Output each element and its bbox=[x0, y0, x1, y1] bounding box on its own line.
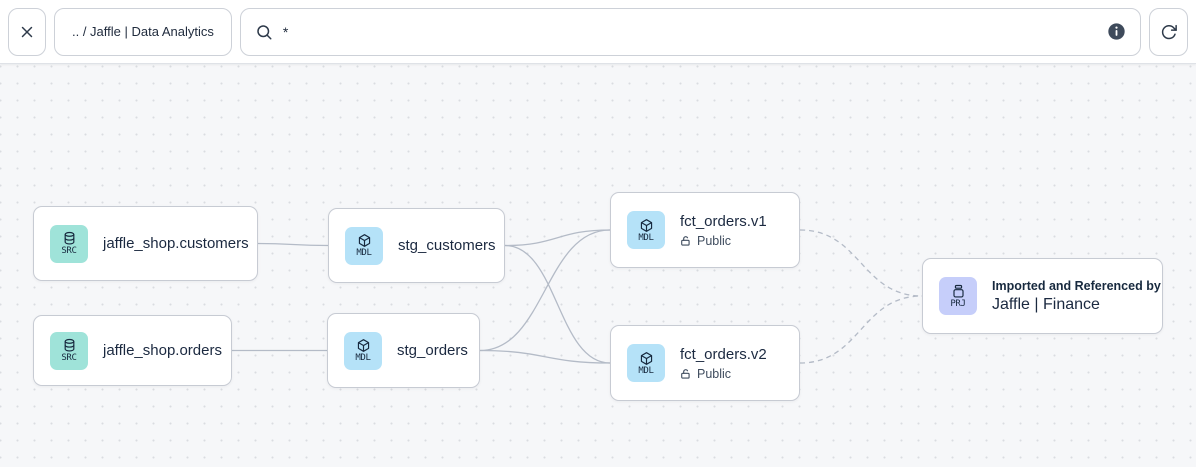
edge-stg_customers-to-fct_orders_v2 bbox=[504, 244, 611, 364]
search-box[interactable] bbox=[239, 7, 1141, 56]
node-badge: MDL bbox=[345, 226, 383, 265]
node-access-label: Public bbox=[697, 366, 732, 381]
database-icon bbox=[64, 338, 74, 352]
close-icon bbox=[21, 26, 33, 37]
node-badge: SRC bbox=[50, 331, 88, 370]
edge-stg_customers-to-fct_orders_v1 bbox=[504, 229, 611, 247]
node-text: jaffle_shop.orders bbox=[103, 342, 222, 359]
node-badge-label: MDL bbox=[638, 365, 654, 376]
search-input[interactable] bbox=[282, 23, 1097, 40]
node-label: stg_orders bbox=[397, 342, 468, 359]
graph-node-stg_customers[interactable]: MDL stg_customers bbox=[328, 208, 505, 283]
node-badge-label: PRJ bbox=[950, 298, 966, 309]
close-button[interactable] bbox=[8, 7, 46, 56]
cube-icon bbox=[640, 218, 652, 232]
lock-open-icon bbox=[681, 368, 690, 379]
node-label: jaffle_shop.orders bbox=[103, 342, 222, 359]
info-icon[interactable] bbox=[1107, 22, 1126, 41]
node-badge-label: SRC bbox=[61, 246, 77, 256]
node-badge: MDL bbox=[627, 211, 665, 249]
lock-open-icon bbox=[681, 235, 690, 246]
node-badge-label: SRC bbox=[61, 353, 77, 363]
node-badge: PRJ bbox=[939, 277, 977, 315]
node-badge: MDL bbox=[627, 344, 665, 382]
node-text: stg_customers bbox=[398, 237, 496, 254]
node-access: Public bbox=[680, 367, 767, 381]
node-label: fct_orders.v1 bbox=[680, 212, 767, 230]
node-badge-label: MDL bbox=[638, 232, 654, 243]
graph-node-src_orders[interactable]: SRC jaffle_shop.orders bbox=[33, 315, 232, 386]
refresh-icon bbox=[1161, 24, 1177, 39]
node-badge: SRC bbox=[50, 224, 88, 263]
node-access: Public bbox=[680, 234, 767, 248]
node-label: Jaffle | Finance bbox=[992, 295, 1100, 313]
refresh-button[interactable] bbox=[1149, 7, 1188, 56]
graph-node-src_customers[interactable]: SRC jaffle_shop.customers bbox=[33, 206, 258, 281]
node-label: stg_customers bbox=[398, 237, 496, 254]
node-badge-label: MDL bbox=[356, 248, 372, 258]
graph-node-stg_orders[interactable]: MDL stg_orders bbox=[327, 313, 480, 388]
node-label: jaffle_shop.customers bbox=[103, 235, 249, 252]
node-badge-label: MDL bbox=[355, 353, 371, 363]
node-text: stg_orders bbox=[397, 342, 468, 359]
database-icon bbox=[64, 231, 74, 245]
node-badge: MDL bbox=[344, 331, 382, 370]
edge-stg_orders-to-fct_orders_v1 bbox=[479, 229, 611, 352]
breadcrumb[interactable]: .. / Jaffle | Data Analytics bbox=[54, 7, 232, 56]
project-icon bbox=[952, 284, 964, 298]
edge-fct_orders_v2-to-prj_finance bbox=[799, 295, 923, 364]
search-icon bbox=[257, 24, 272, 39]
cube-icon bbox=[357, 339, 369, 352]
node-title: Imported and Referenced by bbox=[992, 278, 1161, 293]
node-label: fct_orders.v2 bbox=[680, 345, 767, 363]
cube-icon bbox=[640, 351, 652, 365]
cube-icon bbox=[358, 234, 370, 247]
toolbar: .. / Jaffle | Data Analytics bbox=[0, 0, 1196, 64]
lineage-edges bbox=[231, 229, 923, 364]
graph-node-prj_finance[interactable]: PRJ Imported and Referenced by Jaffle | Fi… bbox=[922, 258, 1163, 334]
edge-stg_orders-to-fct_orders_v2 bbox=[479, 349, 611, 364]
node-text: Imported and Referenced by Jaffle | Finan… bbox=[992, 279, 1161, 314]
node-access-label: Public bbox=[697, 233, 732, 248]
edge-fct_orders_v1-to-prj_finance bbox=[799, 229, 923, 297]
edge-src_customers-to-stg_customers bbox=[257, 242, 329, 247]
node-text: jaffle_shop.customers bbox=[103, 235, 249, 252]
